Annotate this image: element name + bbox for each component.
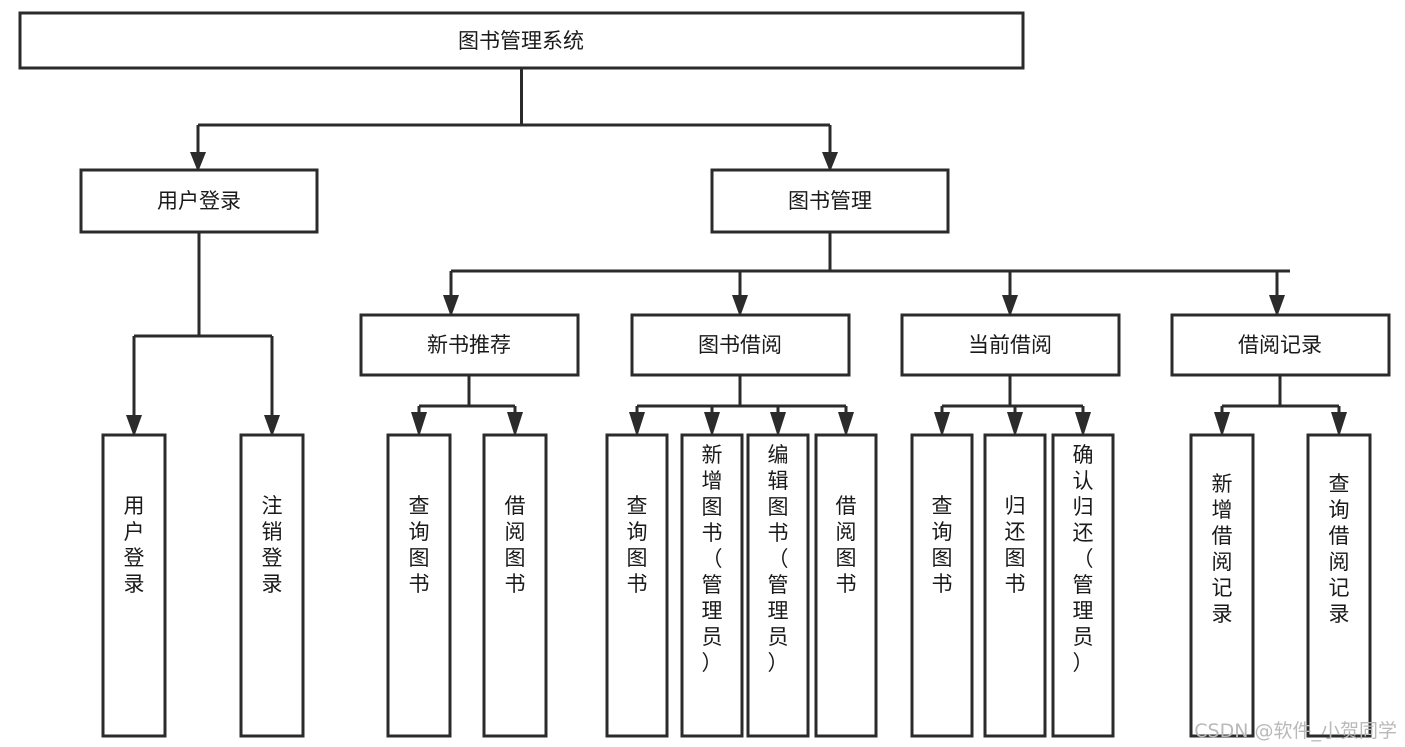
- node-user-login-label: 用户登录: [157, 189, 241, 213]
- node-user-login-box: [79, 168, 319, 234]
- node-leaf-query-borrowing-record-box: [1306, 433, 1372, 738]
- arrow-icon-leaf-add-book: [704, 412, 720, 437]
- node-leaf-add-book-admin-box: [680, 433, 744, 738]
- node-book-borrowing[interactable]: 图书借阅: [630, 313, 851, 377]
- node-leaf-borrow-book-recommendation[interactable]: 借阅图书: [482, 433, 548, 738]
- node-leaf-add-borrowing-record[interactable]: 新增借阅记录: [1189, 433, 1255, 738]
- node-new-book-recommendation[interactable]: 新书推荐: [359, 313, 580, 377]
- node-leaf-query-book-borrowing-label: 查询图书: [627, 494, 648, 596]
- node-leaf-borrow-book-recommendation-box: [482, 433, 548, 738]
- arrow-icon-current-borrow: [1002, 295, 1018, 317]
- node-leaf-logout[interactable]: 注销登录: [239, 433, 305, 738]
- node-borrowing-record-box: [1170, 313, 1391, 377]
- arrow-icon-new-book-rec: [443, 295, 459, 317]
- arrow-icon-leaf-logout: [264, 415, 280, 437]
- edges-user-login-to-leaves: [126, 232, 280, 437]
- node-new-book-recommendation-label: 新书推荐: [427, 333, 511, 357]
- arrow-icon-leaf-query-book-c: [934, 412, 950, 437]
- node-borrowing-record-label: 借阅记录: [1238, 333, 1322, 357]
- node-leaf-query-book-recommendation[interactable]: 查询图书: [386, 433, 452, 738]
- node-leaf-confirm-return-admin-label: 确认归还（管理员）: [1073, 443, 1094, 675]
- node-current-borrowing[interactable]: 当前借阅: [900, 313, 1121, 377]
- edges-root-to-level2: [190, 68, 838, 172]
- node-book-borrowing-box: [630, 313, 851, 377]
- node-leaf-return-book[interactable]: 归还图书: [983, 433, 1047, 738]
- node-current-borrowing-box: [900, 313, 1121, 377]
- arrow-icon-leaf-borrow-book-b: [838, 412, 854, 437]
- node-book-management[interactable]: 图书管理: [710, 168, 950, 234]
- arrow-icon-leaf-query-book-a: [411, 412, 427, 437]
- node-leaf-add-book-admin-label: 新增图书（管理员）: [702, 443, 723, 675]
- node-leaf-edit-book-admin[interactable]: 编辑图书（管理员）: [746, 433, 810, 738]
- arrow-icon-leaf-edit-book: [770, 412, 786, 437]
- node-leaf-user-login-box: [101, 433, 167, 738]
- arrow-icon-leaf-borrow-book-a: [507, 412, 523, 437]
- arrow-icon-leaf-confirm-return: [1075, 412, 1091, 437]
- edges-new-book-rec-to-leaves: [411, 375, 523, 437]
- node-leaf-confirm-return-admin[interactable]: 确认归还（管理员）: [1051, 433, 1115, 738]
- node-leaf-query-book-borrowing[interactable]: 查询图书: [605, 433, 669, 738]
- node-leaf-query-book-recommendation-box: [386, 433, 452, 738]
- node-leaf-confirm-return-admin-box: [1051, 433, 1115, 738]
- node-new-book-recommendation-box: [359, 313, 580, 377]
- node-book-management-label: 图书管理: [788, 189, 872, 213]
- node-leaf-edit-book-admin-box: [746, 433, 810, 738]
- csdn-watermark: CSDN @软件_小贺同学: [1194, 720, 1397, 742]
- node-leaf-user-login-label: 用户登录: [124, 494, 145, 596]
- arrow-icon-leaf-return-book: [1007, 412, 1023, 437]
- node-leaf-query-book-recommendation-label: 查询图书: [409, 494, 430, 596]
- node-leaf-return-book-box: [983, 433, 1047, 738]
- node-root-box: [18, 11, 1025, 70]
- node-leaf-borrow-book-recommendation-label: 借阅图书: [505, 494, 526, 596]
- edges-book-mgmt-to-level3: [443, 232, 1290, 317]
- node-current-borrowing-label: 当前借阅: [968, 333, 1052, 357]
- node-leaf-edit-book-admin-label: 编辑图书（管理员）: [768, 443, 789, 675]
- node-leaf-borrow-book-borrowing-label: 借阅图书: [836, 494, 857, 596]
- node-root-book-management-system[interactable]: 图书管理系统: [18, 11, 1025, 70]
- arrow-icon-user-login: [190, 152, 206, 172]
- node-leaf-add-borrowing-record-label: 新增借阅记录: [1212, 472, 1233, 626]
- node-leaf-return-book-label: 归还图书: [1005, 494, 1026, 596]
- arrow-icon-borrow-record: [1269, 295, 1285, 317]
- node-book-borrowing-label: 图书借阅: [698, 333, 782, 357]
- node-book-management-box: [710, 168, 950, 234]
- node-leaf-query-book-current-box: [910, 433, 974, 738]
- arrow-icon-book-borrow: [732, 295, 748, 317]
- edges-book-borrow-to-leaves: [629, 375, 854, 437]
- arrow-icon-book-mgmt: [822, 152, 838, 172]
- edges-borrow-record-to-leaves: [1214, 375, 1347, 437]
- node-borrowing-record[interactable]: 借阅记录: [1170, 313, 1391, 377]
- arrow-icon-leaf-query-record: [1331, 412, 1347, 437]
- node-leaf-logout-label: 注销登录: [262, 494, 283, 596]
- node-leaf-user-login[interactable]: 用户登录: [101, 433, 167, 738]
- node-leaf-query-borrowing-record-label: 查询借阅记录: [1329, 472, 1350, 626]
- node-leaf-add-book-admin[interactable]: 新增图书（管理员）: [680, 433, 744, 738]
- arrow-icon-leaf-query-book-b: [629, 412, 645, 437]
- node-leaf-logout-box: [239, 433, 305, 738]
- node-leaf-add-borrowing-record-box: [1189, 433, 1255, 738]
- node-leaf-query-book-borrowing-box: [605, 433, 669, 738]
- node-leaf-query-book-current-label: 查询图书: [932, 494, 953, 596]
- node-leaf-query-book-current[interactable]: 查询图书: [910, 433, 974, 738]
- edges-current-borrow-to-leaves: [934, 375, 1091, 437]
- arrow-icon-leaf-add-record: [1214, 412, 1230, 437]
- node-leaf-borrow-book-borrowing[interactable]: 借阅图书: [814, 433, 878, 738]
- node-leaf-borrow-book-borrowing-box: [814, 433, 878, 738]
- node-user-login[interactable]: 用户登录: [79, 168, 319, 234]
- node-root-label: 图书管理系统: [458, 29, 584, 53]
- node-leaf-query-borrowing-record[interactable]: 查询借阅记录: [1306, 433, 1372, 738]
- arrow-icon-leaf-user-login: [126, 415, 142, 437]
